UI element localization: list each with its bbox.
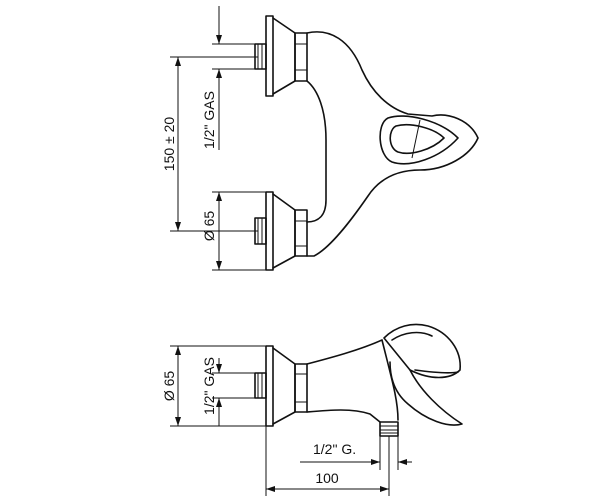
mixer-body xyxy=(306,31,479,257)
side-thread-label: 1/2" GAS xyxy=(201,357,217,415)
side-outlet xyxy=(379,421,399,437)
depth-label: 100 xyxy=(315,470,339,486)
side-diameter-label: Ø 65 xyxy=(161,371,177,402)
side-view: Ø 65 1/2" GAS 1/2" G. xyxy=(161,323,463,496)
depth-dimension: 100 xyxy=(265,426,390,496)
upper-thread-label: 1/2" GAS xyxy=(201,91,217,149)
lever-handle xyxy=(379,115,459,165)
side-lever xyxy=(383,323,463,426)
lower-diameter-label: Ø 65 xyxy=(201,211,217,242)
side-thread-dimension: 1/2" GAS xyxy=(201,357,255,426)
side-connector xyxy=(254,345,308,427)
lower-connector xyxy=(254,191,308,271)
spacing-dimension: 150 ± 20 xyxy=(161,56,258,232)
upper-thread-dimension: 1/2" GAS xyxy=(201,6,255,150)
outlet-thread-label: 1/2" G. xyxy=(313,441,356,457)
outlet-thread-dimension: 1/2" G. xyxy=(300,436,412,470)
side-body xyxy=(306,339,399,423)
side-diameter-dimension: Ø 65 xyxy=(161,345,266,427)
upper-connector xyxy=(254,15,308,97)
top-view: 150 ± 20 1/2" GAS Ø 65 xyxy=(161,6,479,271)
spacing-label: 150 ± 20 xyxy=(161,117,177,172)
lower-diameter-dimension: Ø 65 xyxy=(201,191,266,271)
